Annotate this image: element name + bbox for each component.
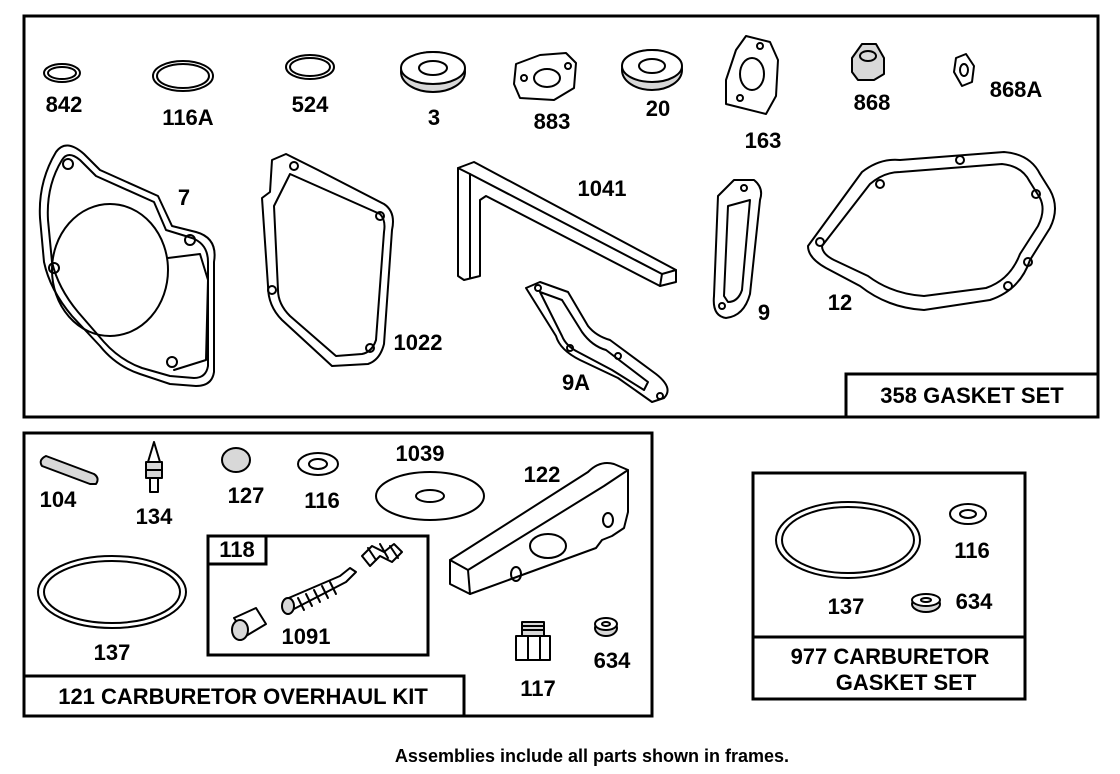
label-1041: 1041 [578, 176, 627, 201]
part-9-gasket: 9 [712, 179, 770, 325]
label-883: 883 [534, 109, 571, 134]
part-116-carb-washer: 116 [949, 503, 990, 563]
part-868: 868 [851, 43, 891, 115]
part-524: 524 [285, 54, 335, 117]
carb-overhaul-kit-title: 121 CARBURETOR OVERHAUL KIT [58, 684, 428, 709]
label-20: 20 [646, 96, 670, 121]
part-842: 842 [43, 63, 83, 117]
label-12: 12 [828, 290, 852, 315]
label-1039: 1039 [396, 441, 445, 466]
part-104-pin: 104 [40, 455, 99, 512]
label-134: 134 [136, 504, 173, 529]
carb-gasket-set-title-line2: GASKET SET [836, 670, 977, 695]
label-868: 868 [854, 90, 891, 115]
carb-gasket-set-title-line1: 977 CARBURETOR [791, 644, 990, 669]
part-117-jet: 117 [515, 621, 556, 701]
part-1022-gasket: 1022 [261, 153, 443, 367]
footer-note: Assemblies include all parts shown in fr… [395, 746, 789, 766]
part-137-oring: 137 [37, 555, 187, 665]
part-163: 163 [725, 35, 782, 153]
label-3: 3 [428, 105, 440, 130]
part-883: 883 [513, 52, 577, 134]
label-634: 634 [594, 648, 631, 673]
part-116-washer: 116 [297, 452, 340, 513]
part-1041-bar: 1041 [457, 161, 677, 287]
sub-kit-frame: 118 [206, 534, 430, 657]
label-1091: 1091 [282, 624, 331, 649]
label-c634: 634 [956, 589, 993, 614]
part-868A: 868A [953, 53, 1043, 102]
gasket-set-frame: 358 GASKET SET [22, 14, 1100, 419]
label-117: 117 [520, 676, 556, 701]
label-116: 116 [304, 488, 340, 513]
label-137: 137 [94, 640, 131, 665]
label-1022: 1022 [394, 330, 443, 355]
part-3: 3 [400, 51, 466, 130]
label-c116: 116 [954, 538, 990, 563]
part-20: 20 [621, 49, 683, 121]
label-127: 127 [228, 483, 265, 508]
part-634-seal: 634 [594, 617, 631, 673]
part-1091-valve: 1091 [231, 543, 403, 649]
carb-gasket-set-frame: 977 CARBURETOR GASKET SET [751, 471, 1027, 701]
part-116A: 116A [152, 60, 214, 130]
part-634-carb-seal: 634 [911, 589, 993, 614]
label-7: 7 [178, 185, 190, 210]
label-9A: 9A [562, 370, 590, 395]
label-9: 9 [758, 300, 770, 325]
sub-kit-title: 118 [219, 537, 255, 562]
label-122: 122 [524, 462, 561, 487]
carb-overhaul-kit-frame: 121 CARBURETOR OVERHAUL KIT [22, 431, 654, 718]
label-163: 163 [745, 128, 782, 153]
part-137-carb-oring: 137 [775, 501, 921, 619]
part-7-head-gasket: 7 [38, 144, 216, 387]
part-1039-disc: 1039 [375, 441, 485, 521]
label-116A: 116A [162, 105, 213, 130]
part-127-plug: 127 [221, 447, 265, 508]
part-134-needle: 134 [136, 441, 173, 529]
label-842: 842 [46, 92, 83, 117]
part-122-spacer: 122 [449, 462, 629, 595]
gasket-set-title: 358 GASKET SET [880, 383, 1064, 408]
label-104: 104 [40, 487, 77, 512]
label-c137: 137 [828, 594, 865, 619]
part-12-crankcase-gasket: 12 [807, 151, 1056, 315]
part-9A-gasket: 9A [525, 281, 669, 403]
label-868A: 868A [990, 77, 1043, 102]
label-524: 524 [292, 92, 329, 117]
